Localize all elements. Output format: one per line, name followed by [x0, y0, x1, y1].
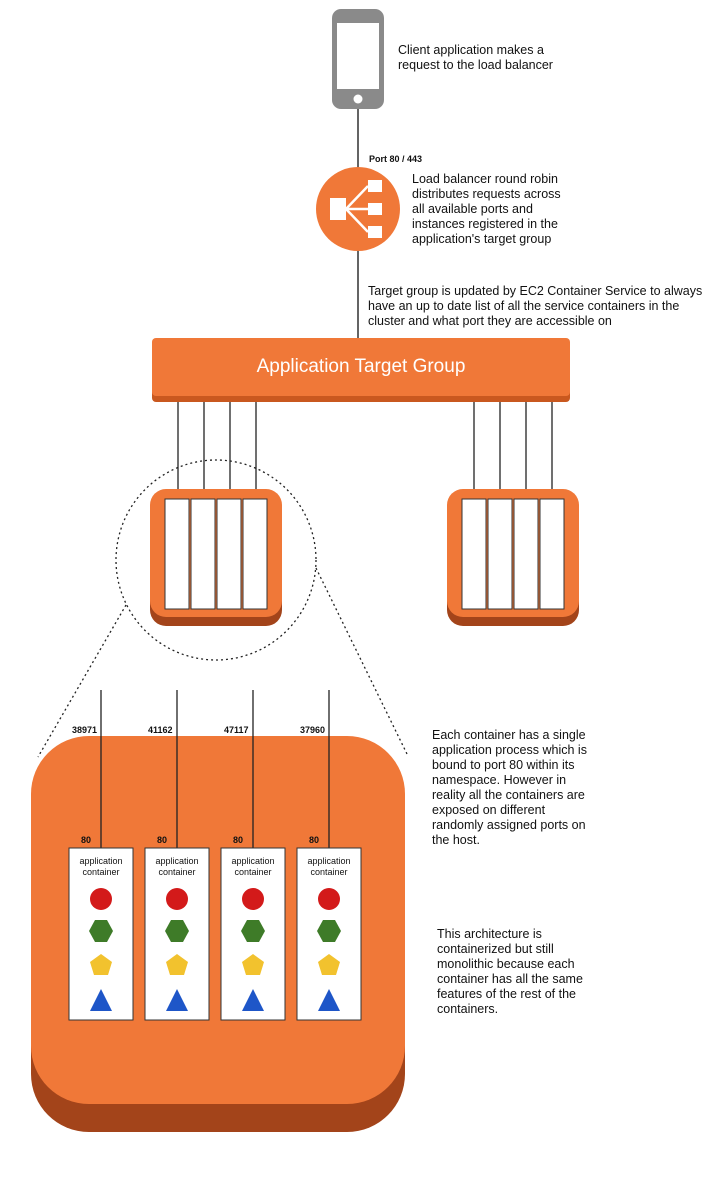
container-port-4: 80: [309, 835, 320, 845]
container-port-2: 80: [157, 835, 168, 845]
client-description: Client application makes a request to th…: [398, 43, 553, 72]
red-circle-icon: [166, 888, 188, 910]
yellow-pentagon-icon: [166, 954, 188, 975]
yellow-pentagon-icon: [90, 954, 112, 975]
red-circle-icon: [318, 888, 340, 910]
zoom-circle: [115, 459, 317, 661]
zoom-line-left: [37, 604, 127, 758]
yellow-pentagon-icon: [242, 954, 264, 975]
blue-triangle-icon: [90, 989, 112, 1011]
host-port-4: 37960: [300, 725, 326, 735]
container-port-1: 80: [81, 835, 92, 845]
yellow-pentagon-icon: [318, 954, 340, 975]
feature-shapes-2: [165, 888, 189, 1011]
green-hexagon-icon: [241, 920, 265, 942]
connectors-right-instance: [473, 402, 553, 500]
instance-left: [150, 489, 282, 626]
target-group-description: Target group is updated by EC2 Container…: [368, 284, 703, 328]
smartphone-icon: [332, 9, 384, 109]
load-balancer-icon: [316, 167, 400, 251]
instance-right: [447, 489, 579, 626]
green-hexagon-icon: [165, 920, 189, 942]
green-hexagon-icon: [317, 920, 341, 942]
zoom-line-right: [315, 567, 409, 757]
blue-triangle-icon: [166, 989, 188, 1011]
host-port-lines: [100, 690, 330, 848]
load-balancer-description: Load balancer round robin distributes re…: [412, 172, 561, 246]
container-label-4: application container: [307, 856, 351, 877]
feature-shapes-3: [241, 888, 265, 1011]
feature-shapes-4: [317, 888, 341, 1011]
host-port-3: 47117: [224, 725, 249, 735]
container-label-3: application container: [231, 856, 275, 877]
connectors-left-instance: [177, 402, 257, 500]
target-group-bar: [152, 338, 570, 402]
container-label-2: application container: [155, 856, 199, 877]
port-label: Port 80 / 443: [369, 154, 423, 164]
green-hexagon-icon: [89, 920, 113, 942]
red-circle-icon: [242, 888, 264, 910]
target-group-label: Application Target Group: [256, 356, 466, 377]
red-circle-icon: [90, 888, 112, 910]
host-port-2: 41162: [148, 725, 173, 735]
feature-shapes-1: [89, 888, 113, 1011]
ports-note: Each container has a single application …: [432, 728, 587, 847]
monolith-note: This architecture is containerized but s…: [437, 927, 583, 1016]
container-port-3: 80: [233, 835, 244, 845]
container-label-1: application container: [79, 856, 123, 877]
host-port-1: 38971: [72, 725, 98, 735]
blue-triangle-icon: [242, 989, 264, 1011]
blue-triangle-icon: [318, 989, 340, 1011]
